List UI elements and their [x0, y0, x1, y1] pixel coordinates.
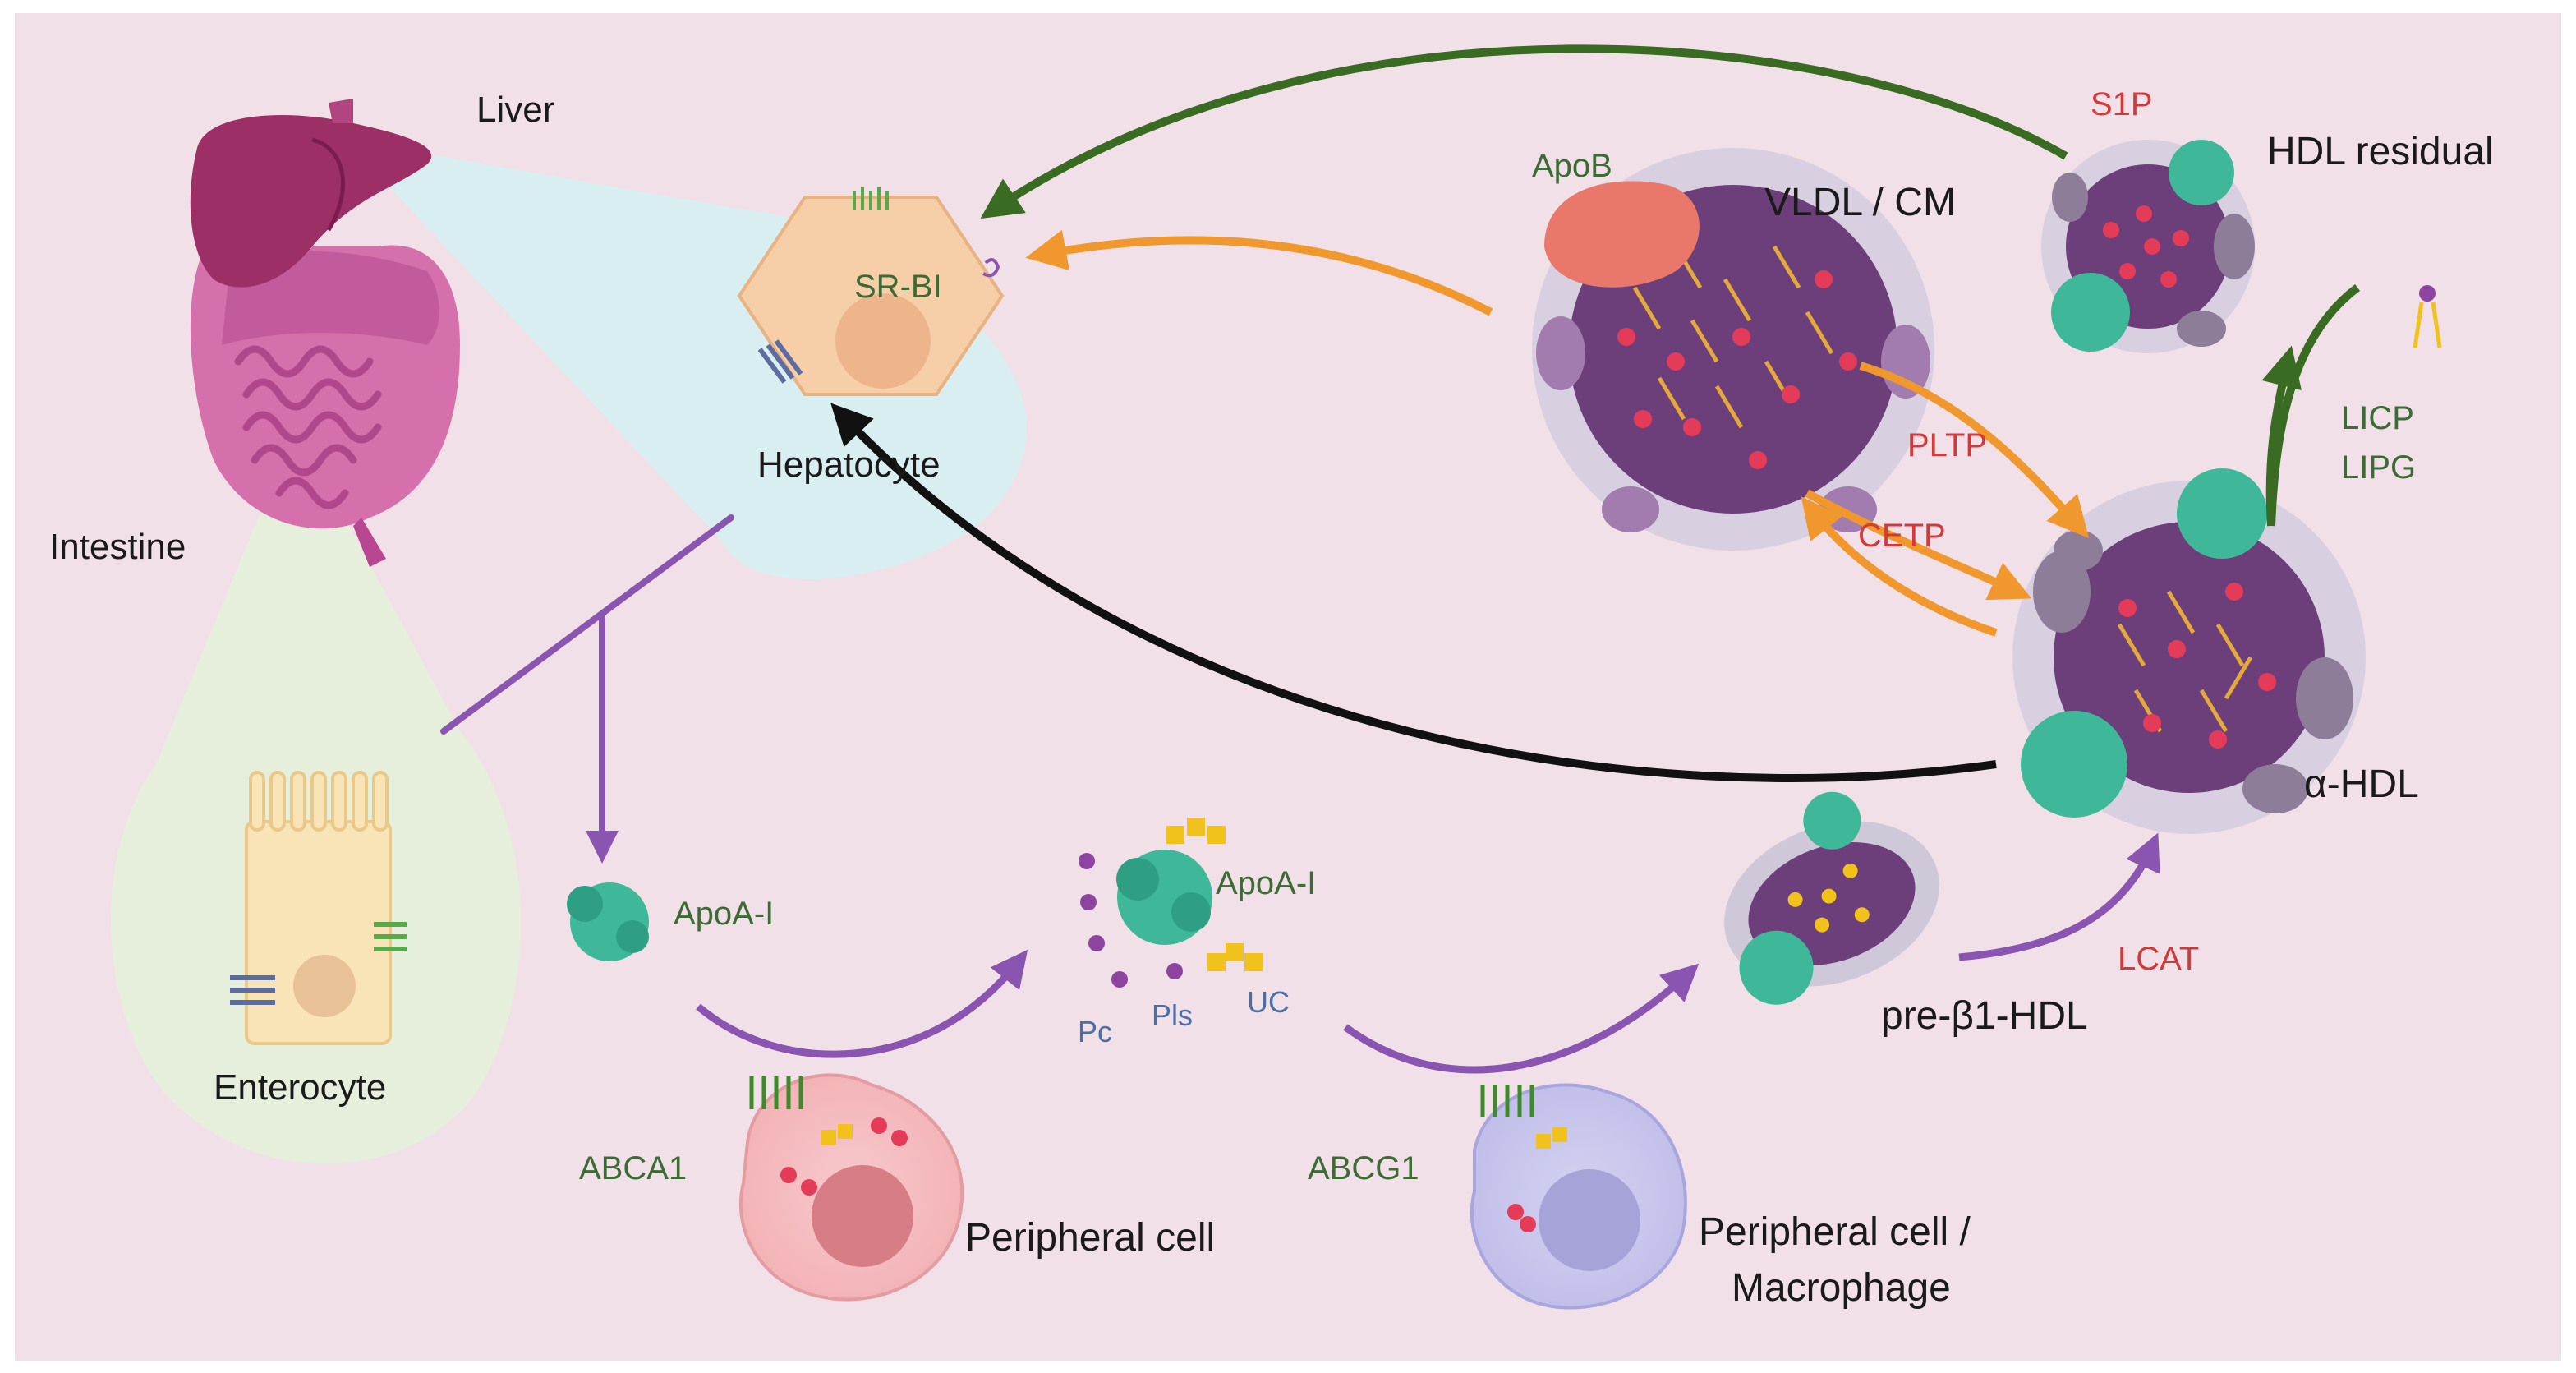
liver-illustration [190, 99, 432, 288]
apoa1-lipid-complex [1079, 818, 1263, 988]
label-abcg1: ABCG1 [1308, 1150, 1419, 1186]
label-sr-bi: SR-BI [854, 269, 942, 305]
intestine-illustration [190, 245, 460, 567]
peripheral-cell [738, 1073, 964, 1302]
label-vldl-cm: VLDL / CM [1764, 181, 1956, 224]
arrow-alpha-hdl-to-hepatocyte [830, 403, 1997, 782]
arrow-complex-to-pre-beta1-hdl [1343, 963, 1700, 1074]
vldl-cm-particle [1532, 148, 1934, 551]
label-lcat: LCAT [2118, 941, 2199, 977]
sr-bi-receptor-icon [982, 258, 1000, 278]
label-uc: UC [1247, 985, 1290, 1019]
pre-beta1-hdl-particle [1724, 791, 1939, 1005]
label-pc: Pc [1078, 1015, 1112, 1048]
alpha-hdl-particle [2012, 468, 2366, 834]
label-cetp: CETP [1858, 518, 1946, 554]
arrow-vldl-to-alpha-hdl-pltp [1859, 362, 2090, 539]
arrow-hdl-residual-to-hepatocyte [980, 44, 2068, 219]
label-macrophage-line2: Macrophage [1732, 1266, 1951, 1310]
label-hdl-residual: HDL residual [2267, 130, 2494, 173]
label-apoa1-free: ApoA-I [674, 896, 774, 932]
label-licp: LICP [2341, 400, 2414, 436]
label-abca1: ABCA1 [579, 1150, 687, 1186]
macrophage-cell [1470, 1083, 1687, 1310]
label-s1p: S1P [2091, 86, 2153, 122]
label-hepatocyte: Hepatocyte [757, 445, 941, 485]
hdl-residual-particle [2041, 140, 2255, 353]
arrow-vldl-to-hepatocyte [1025, 229, 1493, 316]
label-pltp: PLTP [1907, 427, 1987, 463]
label-liver: Liver [476, 90, 554, 130]
apoa1-free-protein [567, 882, 649, 961]
label-intestine: Intestine [49, 527, 186, 567]
purple-apoa1-secretion-lines [440, 514, 734, 864]
hepatocyte-cell [737, 187, 1005, 396]
label-apob: ApoB [1532, 148, 1612, 184]
s1p-lipid-icon [2413, 285, 2442, 348]
arrow-alpha-hdl-to-vldl-cetp [1801, 496, 1998, 637]
label-macrophage-line1: Peripheral cell / [1699, 1210, 1971, 1254]
enterocyte-cell [230, 771, 407, 1045]
label-pls: Pls [1152, 998, 1193, 1032]
label-lipg: LIPG [2341, 449, 2416, 486]
label-peripheral-cell: Peripheral cell [965, 1216, 1215, 1260]
arrow-alpha-to-residual-head [2261, 345, 2302, 527]
label-apoa1-complex: ApoA-I [1216, 865, 1316, 901]
arrow-pre-beta1-to-alpha-hdl [1958, 832, 2160, 961]
label-alpha-hdl: α-HDL [2304, 763, 2419, 806]
label-pre-beta1-hdl: pre-β1-HDL [1881, 994, 2088, 1038]
label-enterocyte: Enterocyte [214, 1067, 386, 1108]
arrow-apoa1-to-complex [696, 949, 1028, 1058]
